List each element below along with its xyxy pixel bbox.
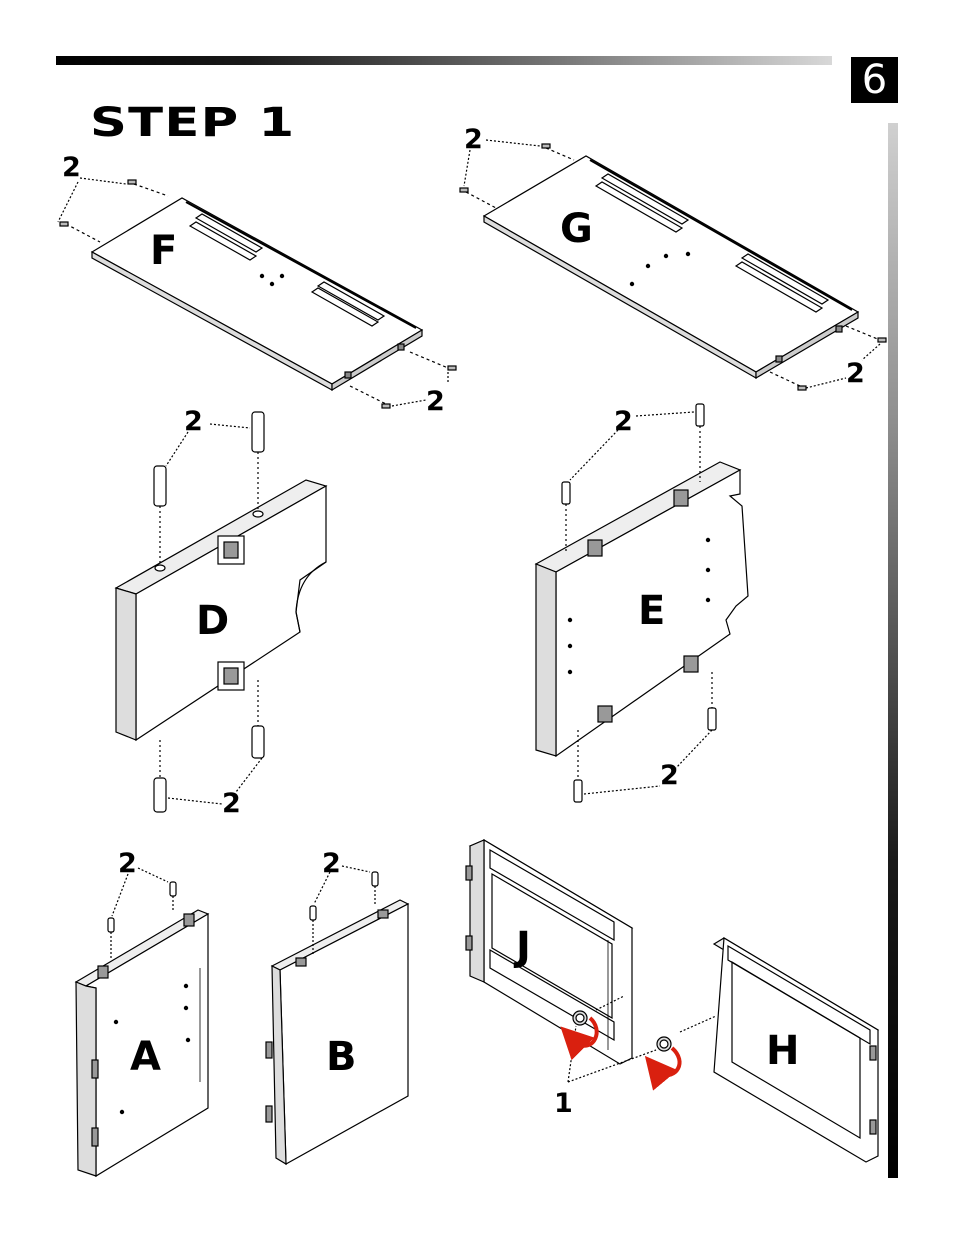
panel-f [58,178,456,408]
rotate-arrow-icon [650,1048,680,1075]
panel-a [76,868,208,1176]
callout-b-top: 2 [322,848,341,879]
callout-f-right: 2 [426,386,445,417]
label-j: J [513,924,531,970]
callout-g-left: 2 [464,124,483,155]
label-h: H [766,1028,799,1074]
callout-d-top: 2 [184,406,203,437]
label-d: D [196,598,229,644]
label-e: E [638,588,665,634]
panel-b [266,866,408,1164]
callout-knob: 1 [554,1088,573,1119]
panel-g [460,140,886,390]
label-f: F [150,228,177,274]
callout-f-left: 2 [62,152,81,183]
callout-g-right: 2 [846,358,865,389]
callout-a-top: 2 [118,848,137,879]
label-b: B [326,1034,357,1080]
door-j [466,840,632,1064]
label-a: A [130,1034,161,1080]
label-g: G [560,206,593,252]
callout-e-top: 2 [614,406,633,437]
callout-e-bottom: 2 [660,760,679,791]
callout-d-bottom: 2 [222,788,241,819]
